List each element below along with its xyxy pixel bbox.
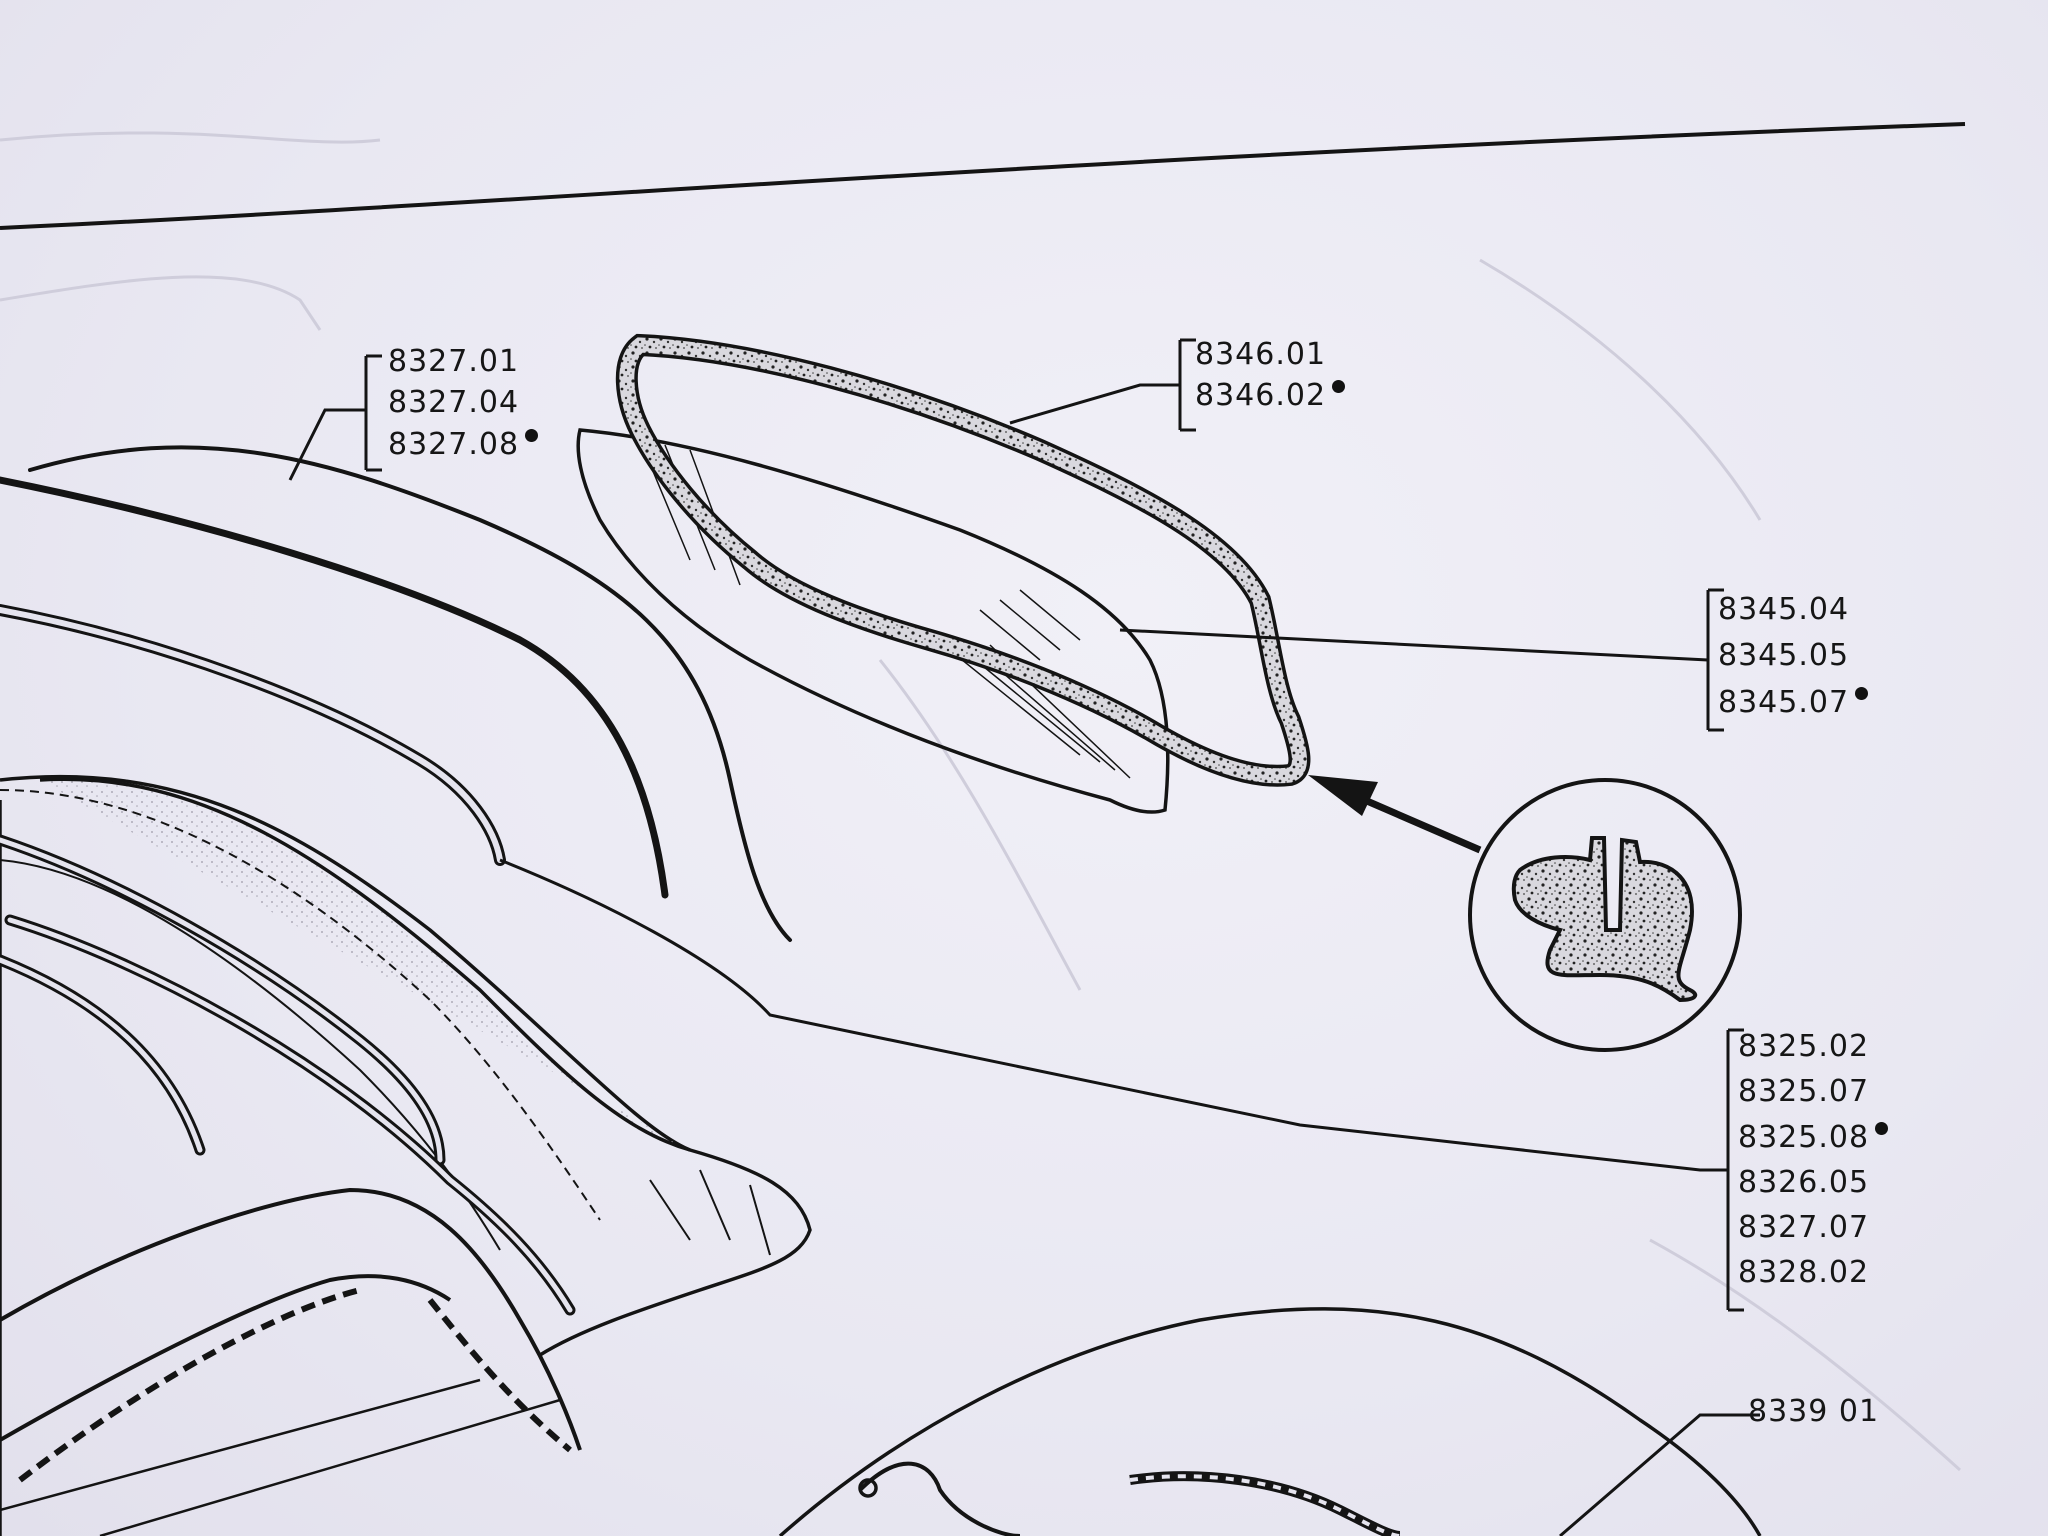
callout-line: 8325.08 (1738, 1120, 1870, 1155)
callout-line: 8328.02 (1738, 1255, 1870, 1290)
callout-line-dotted: 8345.07 (1718, 685, 1869, 720)
callout-line: 8325.07 (1738, 1074, 1870, 1109)
tack-strip-frame (0, 1187, 582, 1536)
header-rule (0, 122, 1966, 230)
callout-line: 8345.05 (1718, 638, 1850, 673)
availability-dot-icon (1855, 687, 1869, 700)
callout-line: 8345.07 (1718, 685, 1850, 720)
callout-8327: 8327.01 8327.04 8327.08 (388, 344, 539, 462)
callout-line: 8327.04 (388, 385, 520, 420)
seal-section-detail (1308, 775, 1742, 1052)
callout-line: 8326.05 (1738, 1165, 1870, 1200)
callout-line: 8327.07 (1738, 1210, 1870, 1245)
callout-8346: 8346.01 8346.02 (1195, 337, 1346, 413)
rear-deck (778, 1307, 1762, 1536)
callout-line: 8325.02 (1738, 1029, 1870, 1064)
callout-line: 8346.01 (1195, 337, 1327, 372)
callout-line: 8339 01 (1748, 1394, 1880, 1429)
bleed-through-ghost (0, 131, 1962, 1472)
roof-bows (0, 445, 792, 1316)
availability-dot-icon (525, 429, 539, 442)
callout-8345: 8345.04 8345.05 8345.07 (1718, 592, 1869, 720)
callout-line-dotted: 8325.08 (1738, 1120, 1889, 1155)
callout-8339: 8339 01 (1748, 1397, 1879, 1427)
availability-dot-icon (1332, 380, 1346, 393)
callout-line-dotted: 8346.02 (1195, 378, 1346, 413)
callout-8325: 8325.02 8325.07 8325.08 8326.05 8327.07 … (1738, 1029, 1889, 1290)
callout-line: 8345.04 (1718, 592, 1850, 627)
leader-lines (288, 338, 1760, 1536)
rear-window-seal (615, 333, 1311, 787)
callout-line-dotted: 8327.08 (388, 427, 539, 462)
callout-line: 8346.02 (1195, 378, 1327, 413)
callout-line: 8327.08 (388, 427, 520, 462)
availability-dot-icon (1875, 1122, 1889, 1135)
callout-line: 8327.01 (388, 344, 520, 379)
